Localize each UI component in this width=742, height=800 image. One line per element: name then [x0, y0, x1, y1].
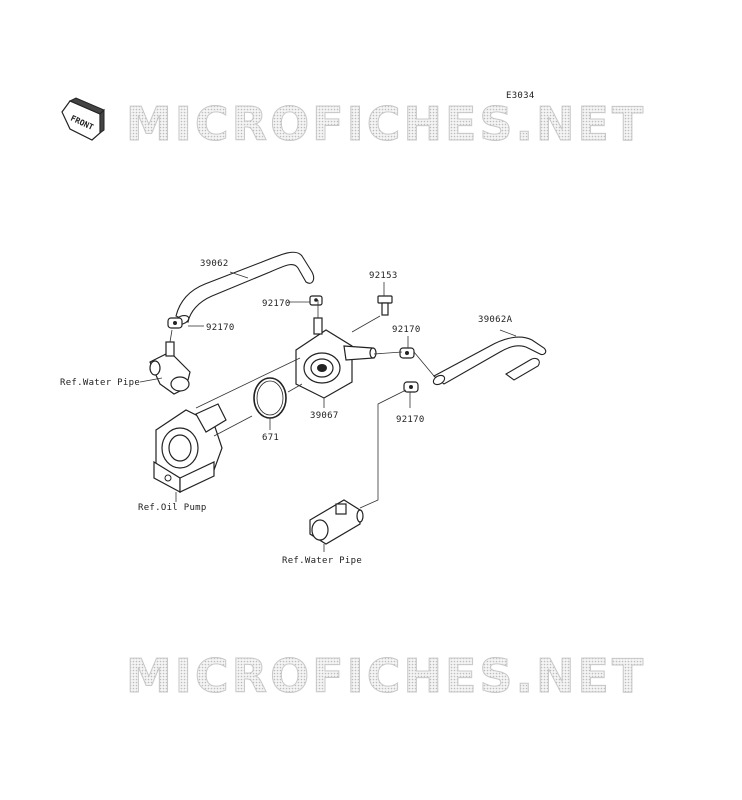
label-ref-oil-pump: Ref.Oil Pump — [138, 503, 207, 513]
label-671: 671 — [262, 433, 279, 443]
clamp-92170-right-upper — [399, 347, 415, 359]
label-39062: 39062 — [200, 259, 229, 269]
o-ring-671 — [253, 377, 287, 419]
label-ref-water-pipe-1: Ref.Water Pipe — [60, 378, 140, 388]
label-92170-c: 92170 — [392, 325, 421, 335]
oil-cooler-39067 — [295, 317, 377, 399]
label-92170-b: 92170 — [262, 299, 291, 309]
clamp-92170-left — [167, 317, 183, 329]
diagram-code: E3034 — [506, 91, 535, 101]
oil-pump-body — [153, 403, 227, 494]
label-92170-d: 92170 — [396, 415, 425, 425]
hose-39062 — [174, 251, 315, 326]
label-92153: 92153 — [369, 271, 398, 281]
label-39067: 39067 — [310, 411, 339, 421]
watermark-top: MICROFICHES.NET — [126, 97, 646, 151]
front-arrow-icon: FRONT — [61, 97, 105, 141]
label-92170-a: 92170 — [206, 323, 235, 333]
hose-39062a — [432, 336, 547, 386]
bolt-92153 — [377, 295, 393, 316]
label-ref-water-pipe-2: Ref.Water Pipe — [282, 556, 362, 566]
water-pipe-fitting-lower — [309, 499, 364, 545]
clamp-92170-upper — [309, 295, 323, 306]
leader-lines — [139, 271, 517, 552]
label-39062a: 39062A — [478, 315, 513, 325]
watermark-bottom: MICROFICHES.NET — [126, 649, 646, 703]
water-pipe-tee-left — [149, 341, 191, 395]
clamp-92170-right-lower — [403, 381, 419, 393]
